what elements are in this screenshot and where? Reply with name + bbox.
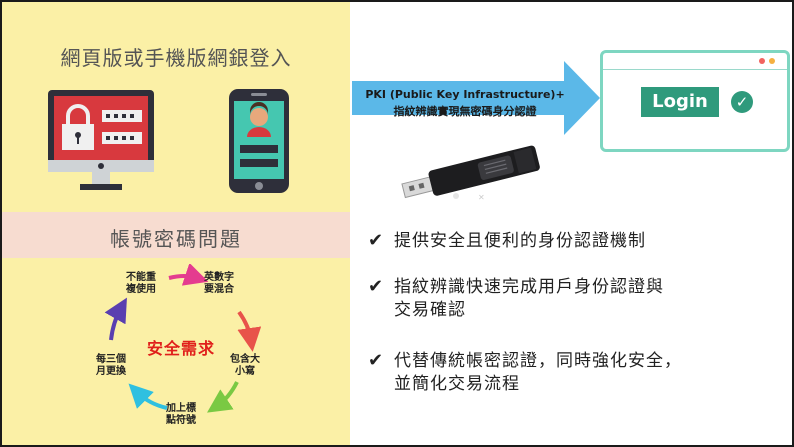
arrow-line-1: PKI (Public Key Infrastructure)+ (365, 88, 565, 101)
arrow-line-2: 指紋辨識實現無密碼身分認證 (393, 105, 537, 118)
bullet-3-line-2: 並簡化交易流程 (394, 374, 520, 394)
cycle-center-label: 安全需求 (147, 339, 216, 358)
login-button[interactable]: Login (641, 87, 719, 117)
issue-band (2, 212, 350, 258)
issue-label: 帳號密碼問題 (110, 227, 242, 251)
window-dot-red (759, 58, 765, 64)
check-mark-icon: ✔ (368, 230, 384, 251)
monitor-lock-icon (48, 90, 154, 190)
cycle-step-1: 不能重複使用 (126, 272, 156, 295)
browser-window: Login ✓ (600, 50, 790, 152)
bullet-2-line-2: 交易確認 (394, 300, 466, 320)
window-dot-orange (769, 58, 775, 64)
cycle-arrows (104, 264, 262, 413)
cycle-step-3: 包含大小寫 (230, 354, 260, 377)
cycle-step-4: 加上標點符號 (166, 403, 196, 426)
check-icon: ✓ (731, 91, 753, 113)
check-mark-icon: ✔ (368, 350, 384, 371)
left-title: 網頁版或手機版網銀登入 (60, 46, 292, 70)
pki-arrow (352, 61, 600, 135)
fingerprint-usb-key-icon: ✕ (401, 145, 540, 202)
phone-user-icon (229, 89, 289, 193)
bullet-2-line-1: 指紋辨識快速完成用戶身份認證與 (394, 277, 664, 297)
cycle-step-2: 英數字要混合 (204, 272, 234, 295)
cycle-step-5: 每三個月更換 (96, 354, 126, 377)
svg-text:✕: ✕ (478, 193, 485, 202)
bullet-1-line-1: 提供安全且便利的身份認證機制 (394, 231, 646, 251)
bullet-3-line-1: 代替傳統帳密認證，同時強化安全， (394, 351, 682, 371)
browser-toolbar-divider (603, 69, 787, 70)
check-mark-icon: ✔ (368, 276, 384, 297)
